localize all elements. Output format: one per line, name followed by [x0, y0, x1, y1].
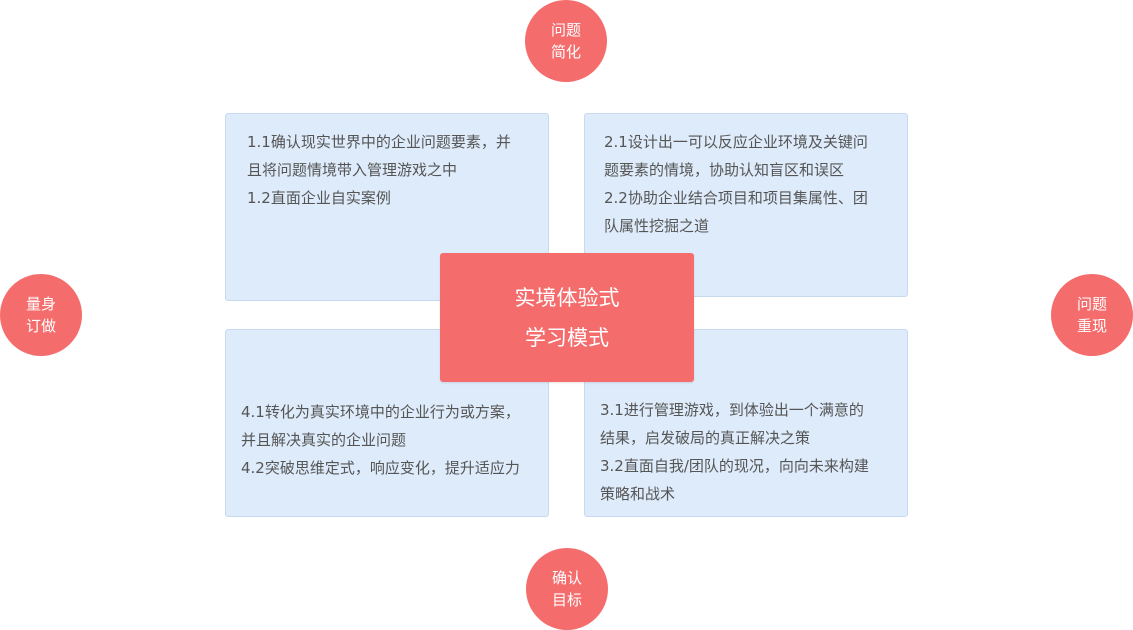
quadrant-box-3: 3.1进行管理游戏，到体验出一个满意的 结果，启发破局的真正解决之策 3.2直面… [584, 329, 908, 517]
box-text-line: 题要素的情境，协助认知盲区和误区 [604, 161, 845, 179]
circle-confirm-goal: 确认 目标 [526, 548, 608, 630]
box-text-line: 队属性挖掘之道 [604, 217, 710, 235]
center-title-line2: 学习模式 [525, 325, 609, 350]
box-text-line: 结果，启发破局的真正解决之策 [600, 429, 811, 447]
box-text-line: 4.2突破思维定式，响应变化，提升适应力 [241, 459, 520, 477]
box-text-line: 3.2直面自我/团队的现况，向向未来构建 [600, 457, 869, 475]
box-text-line: 4.1转化为真实环境中的企业行为或方案， [241, 403, 520, 421]
circle-label-line1: 量身 [25, 295, 56, 313]
circle-problem-reproduce: 问题 重现 [1051, 274, 1133, 356]
circle-label-line2: 简化 [550, 43, 581, 61]
circle-label-line1: 确认 [551, 569, 582, 587]
box-text-line: 3.1进行管理游戏，到体验出一个满意的 [600, 401, 864, 419]
box-text-line: 1.2直面企业自实案例 [247, 189, 391, 207]
circle-tailor-made: 量身 订做 [0, 274, 82, 356]
box-text-line: 1.1确认现实世界中的企业问题要素，并 [247, 133, 511, 151]
box-text-line: 并且解决真实的企业问题 [241, 431, 407, 449]
quadrant-box-4: 4.1转化为真实环境中的企业行为或方案， 并且解决真实的企业问题 4.2突破思维… [225, 329, 549, 517]
circle-label-line1: 问题 [550, 21, 581, 39]
quadrant-box-1: 1.1确认现实世界中的企业问题要素，并 且将问题情境带入管理游戏之中 1.2直面… [225, 113, 549, 301]
box-text-line: 2.1设计出一可以反应企业环境及关键问 [604, 133, 868, 151]
circle-problem-simplify: 问题 简化 [525, 0, 607, 82]
box-text-line: 2.2协助企业结合项目和项目集属性、团 [604, 189, 868, 207]
center-learning-mode-box: 实境体验式 学习模式 [440, 253, 694, 382]
circle-label-line2: 目标 [551, 591, 582, 609]
circle-label-line1: 问题 [1076, 295, 1107, 313]
box-text-line: 且将问题情境带入管理游戏之中 [247, 161, 458, 179]
box-text-line: 策略和战术 [600, 485, 676, 503]
circle-label-line2: 重现 [1076, 317, 1107, 335]
circle-label-line2: 订做 [25, 317, 56, 335]
center-title-line1: 实境体验式 [514, 285, 620, 310]
